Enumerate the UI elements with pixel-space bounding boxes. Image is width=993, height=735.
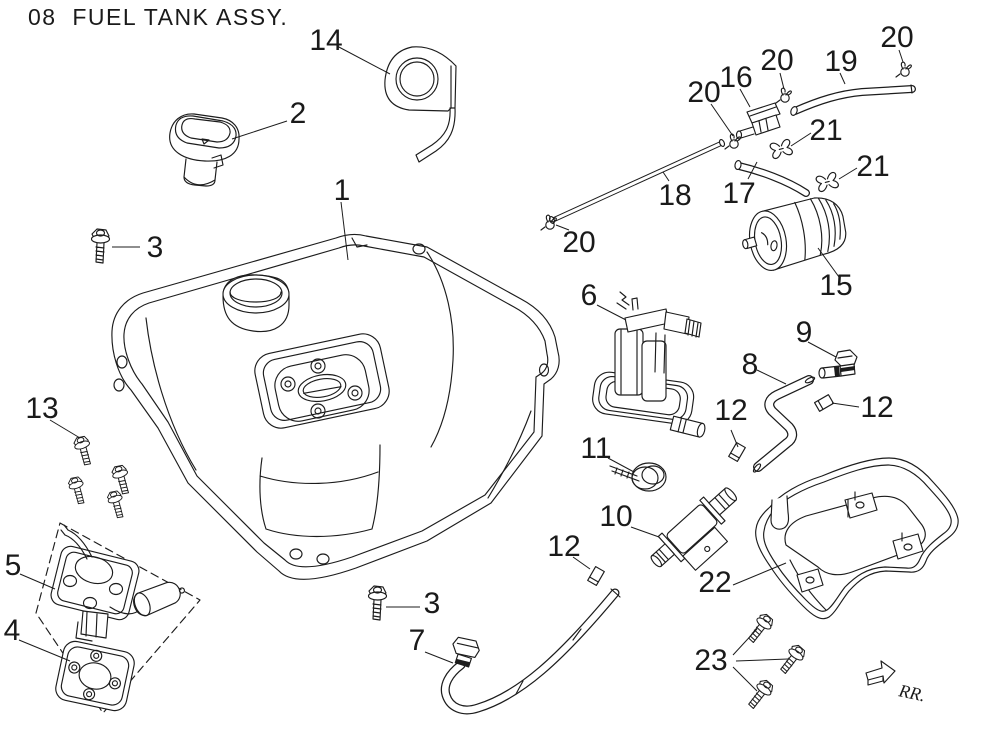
callout-3-top: 3 <box>147 231 164 264</box>
sender-group-boundary <box>35 522 201 714</box>
tank-guard <box>755 457 959 620</box>
callout-6: 6 <box>581 279 598 312</box>
callout-21-lower: 21 <box>856 150 889 183</box>
rear-arrow-icon <box>865 660 896 684</box>
callout-13: 13 <box>25 392 58 425</box>
fuel-cap <box>169 113 240 187</box>
callout-5: 5 <box>5 549 22 582</box>
seal-spring <box>609 462 667 492</box>
callout-11: 11 <box>580 432 611 465</box>
page-title: 08 FUEL TANK ASSY. <box>28 4 288 30</box>
breather-hose <box>734 159 810 197</box>
callout-18: 18 <box>658 179 691 212</box>
callout-8: 8 <box>742 348 759 381</box>
callout-10: 10 <box>599 500 632 533</box>
fuel-valve <box>650 487 738 571</box>
callout-3-bottom: 3 <box>424 587 441 620</box>
guard-bolts <box>744 610 809 713</box>
rear-direction-marker: RR. <box>865 660 927 705</box>
callout-17: 17 <box>722 177 755 210</box>
tank-bracket <box>384 46 457 163</box>
filler-neck <box>222 274 290 333</box>
callout-20-tube: 20 <box>562 226 595 259</box>
callout-2: 2 <box>290 97 307 130</box>
elbow-fitting <box>818 349 858 379</box>
callout-16: 16 <box>719 61 752 94</box>
callout-20-joint: 20 <box>687 76 720 109</box>
pump-mounting-plate <box>254 333 390 429</box>
hose-joint-connector <box>735 102 781 140</box>
rear-label: RR. <box>896 680 927 705</box>
callout-22: 22 <box>698 566 731 599</box>
callout-15: 15 <box>819 269 852 302</box>
sender-bolts <box>66 434 135 521</box>
fuel-tube <box>548 139 726 224</box>
callout-23: 23 <box>694 644 727 677</box>
callout-20-right: 20 <box>880 21 913 54</box>
fuel-hose-front <box>790 84 916 116</box>
callout-14: 14 <box>309 24 342 57</box>
callout-1: 1 <box>334 174 351 207</box>
callout-12-bottom: 12 <box>547 530 580 563</box>
callouts: 14 2 1 3 13 5 4 3 7 6 11 10 12 12 12 8 9… <box>4 21 914 677</box>
fuel-hose-outlet <box>440 588 621 715</box>
fuel-filter <box>742 197 847 271</box>
sender-gasket <box>55 640 135 712</box>
callout-4: 4 <box>4 614 21 647</box>
callout-12-right: 12 <box>860 391 893 424</box>
callout-21-upper: 21 <box>809 114 842 147</box>
leader-lines <box>18 45 904 692</box>
flange-bolt-top <box>90 228 111 264</box>
fuel-sender <box>50 524 186 642</box>
callout-19: 19 <box>824 45 857 78</box>
callout-7: 7 <box>409 624 426 657</box>
fuel-hose-return <box>752 375 816 473</box>
callout-20-mid: 20 <box>760 44 793 77</box>
flange-bolt-bottom <box>367 585 388 621</box>
fuel-pump <box>592 291 706 438</box>
fuel-tank <box>111 233 560 580</box>
callout-9: 9 <box>796 316 813 349</box>
callout-12-left: 12 <box>714 394 747 427</box>
